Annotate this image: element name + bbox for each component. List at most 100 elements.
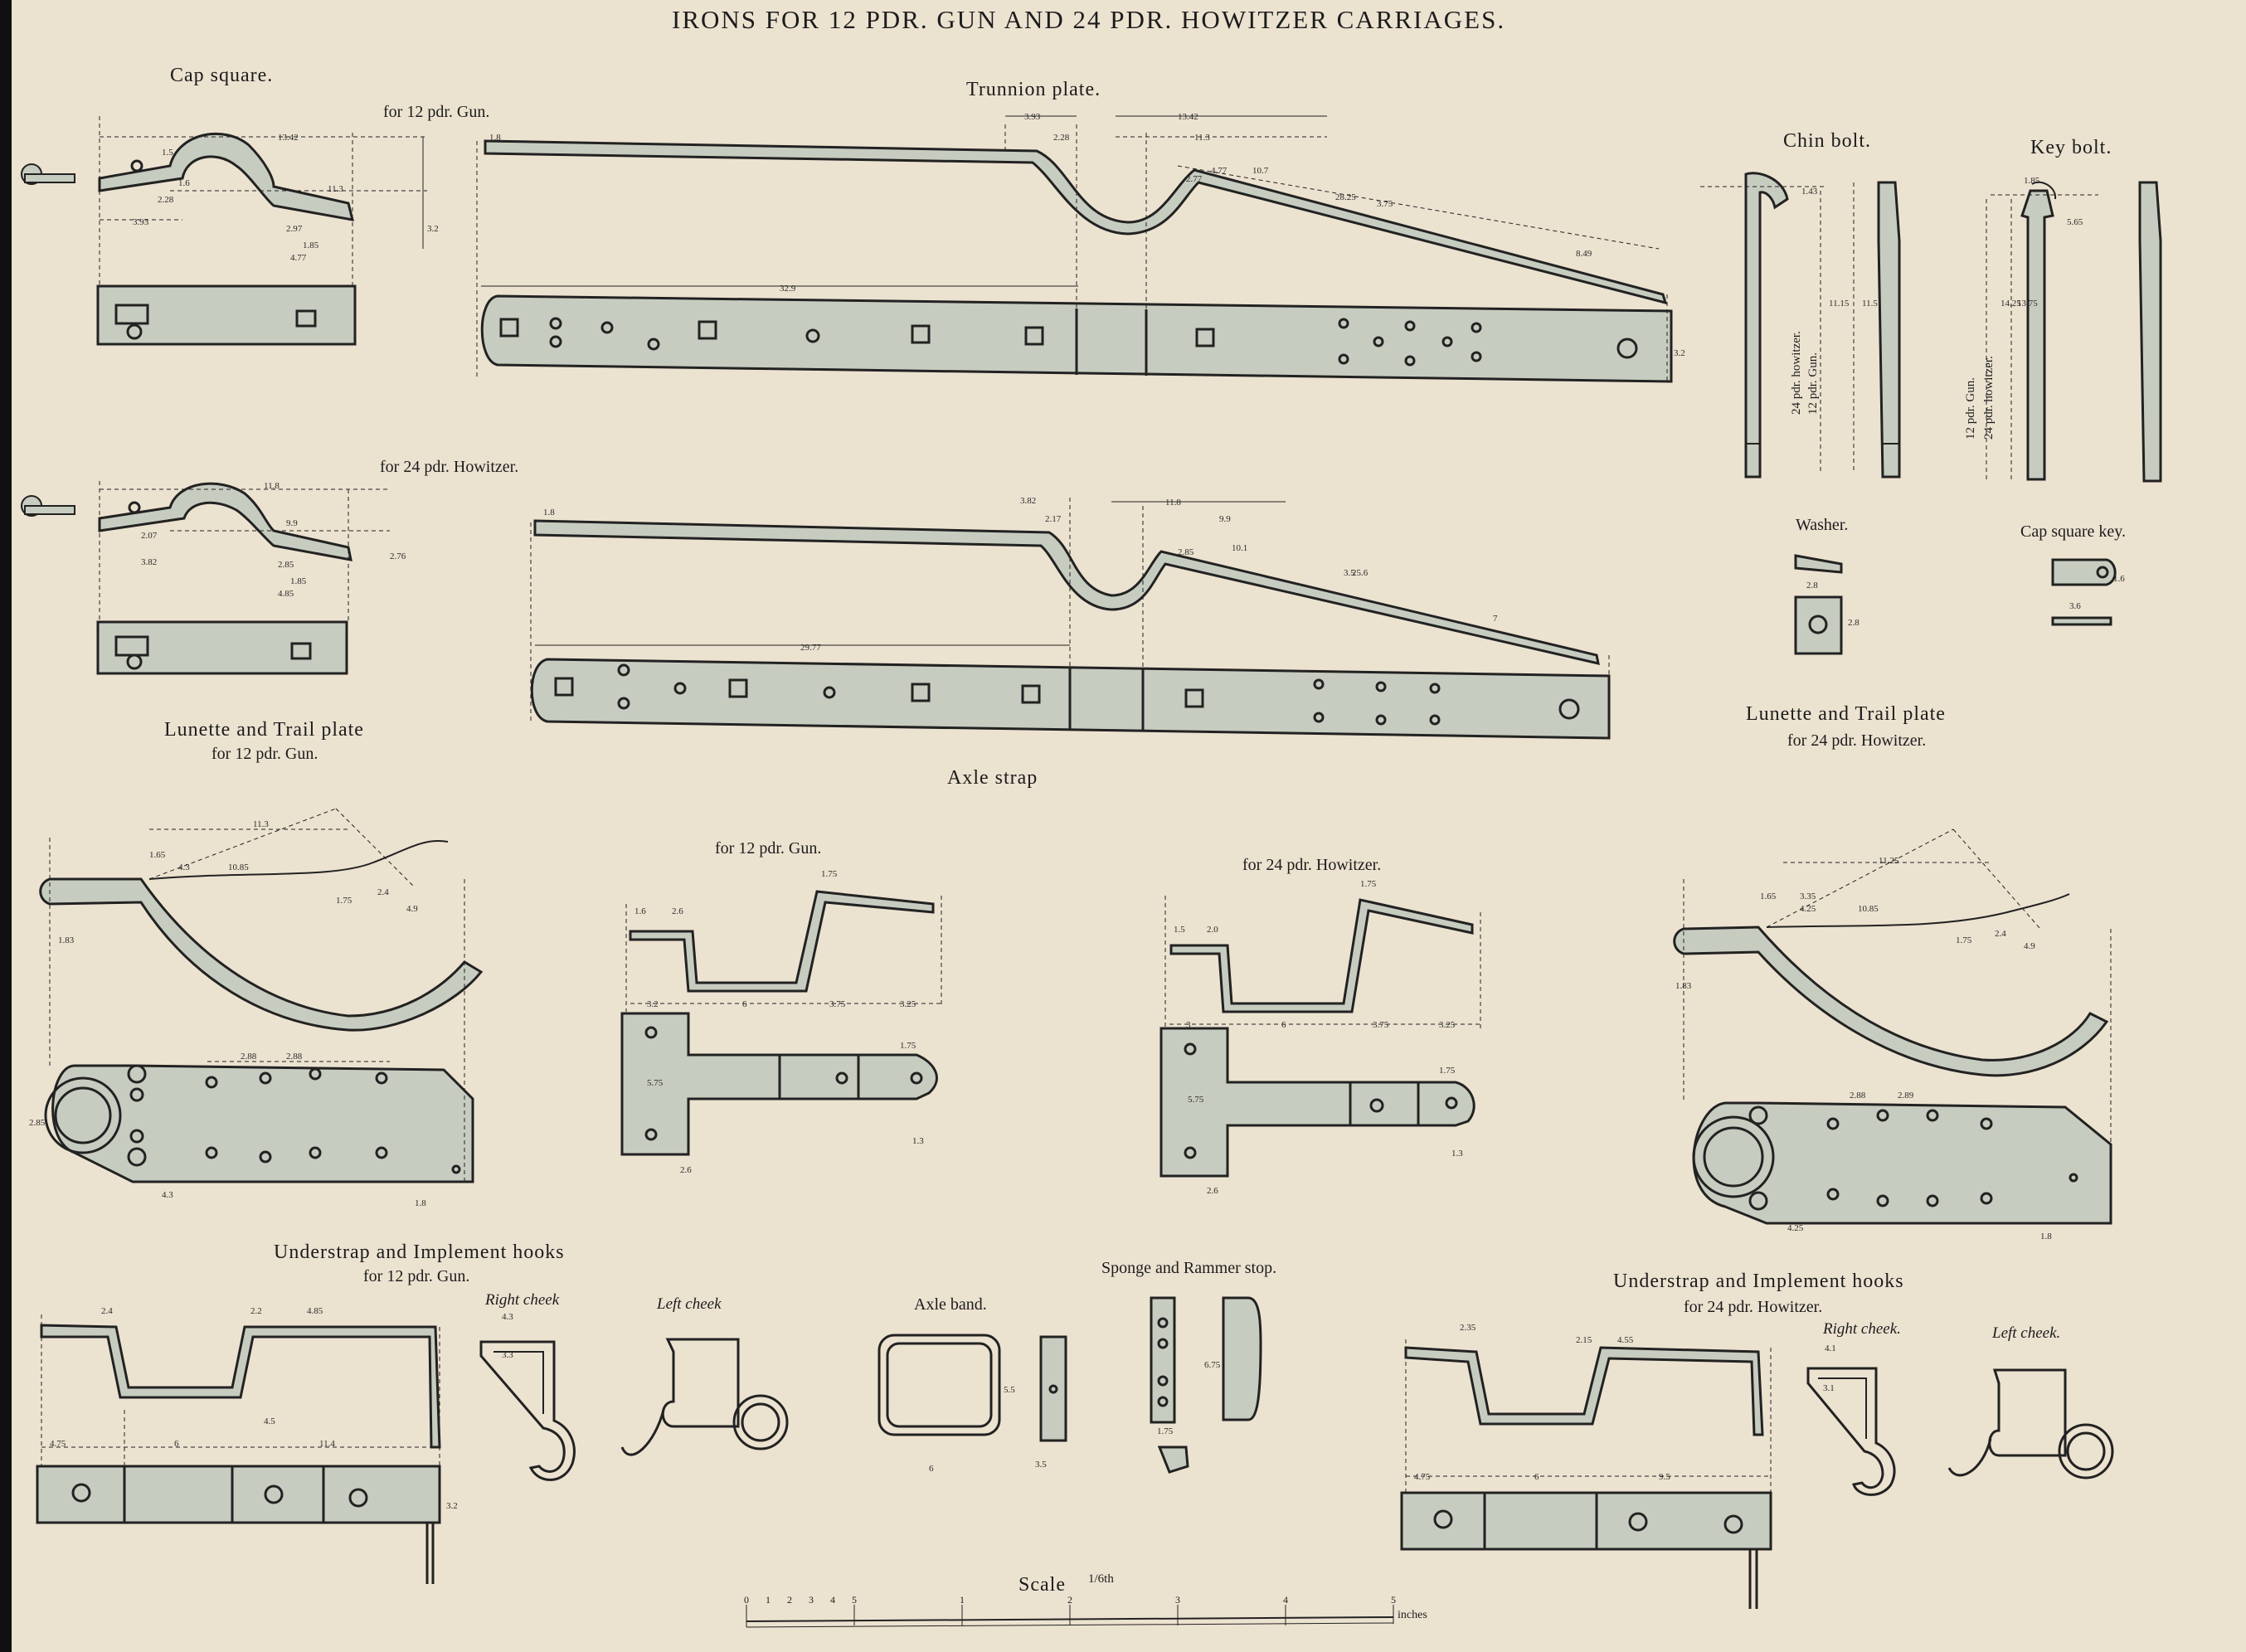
dimension-figure: 1.75 bbox=[821, 869, 838, 879]
dimension-figure: 13.42 bbox=[1178, 112, 1198, 122]
dimension-figure: 4.3 bbox=[502, 1312, 513, 1322]
dimension-figure: 5.75 bbox=[647, 1078, 664, 1088]
scale-tick-label: 2 bbox=[787, 1594, 792, 1606]
dimension-figure: 2.8 bbox=[1848, 618, 1860, 628]
dimension-figure: 2.85 bbox=[29, 1118, 46, 1128]
label-lunette-trail-12-sub: for 12 pdr. Gun. bbox=[211, 745, 318, 763]
dimension-figure: 3.75 bbox=[829, 999, 846, 1009]
dimension-figure: 1.6 bbox=[178, 178, 190, 188]
label-key-bolt: Key bolt. bbox=[2030, 137, 2112, 158]
label-axle-strap-24: for 24 pdr. Howitzer. bbox=[1242, 856, 1382, 874]
label-understrap-24: Understrap and Implement hooks bbox=[1613, 1271, 1904, 1292]
label-washer: Washer. bbox=[1796, 516, 1849, 534]
dimension-figure: 4.25 bbox=[1800, 904, 1816, 914]
dimension-figure: 2.15 bbox=[1576, 1335, 1592, 1345]
dimension-figure: 6 bbox=[1534, 1472, 1539, 1482]
dimension-figure: 3.2 bbox=[1674, 348, 1685, 358]
label-trunnion-plate: Trunnion plate. bbox=[966, 79, 1101, 100]
dimension-figure: 1.83 bbox=[58, 935, 75, 945]
dimension-figure: 3.2 bbox=[647, 999, 659, 1009]
dimension-figure: 2.77 bbox=[1186, 174, 1203, 184]
label-right-cheek-24: Right cheek. bbox=[1823, 1320, 1901, 1338]
dimension-figure: 4.9 bbox=[406, 904, 418, 914]
dimension-figure: 9.9 bbox=[286, 518, 298, 528]
axle-band-drawing bbox=[877, 1334, 1067, 1442]
dimension-figure: 3.35 bbox=[1800, 892, 1816, 901]
dimension-figure: 1.75 bbox=[1360, 879, 1377, 889]
dimension-figure: 2.76 bbox=[390, 551, 406, 561]
label-understrap-12-sub: for 12 pdr. Gun. bbox=[363, 1267, 470, 1285]
dimension-figure: 2.89 bbox=[1898, 1091, 1914, 1101]
understrap-12-gun bbox=[36, 1314, 441, 1584]
dimension-figure: 3.25 bbox=[900, 999, 916, 1009]
label-axle-strap: Axle strap bbox=[947, 767, 1038, 789]
scale-bar-graphic bbox=[746, 1605, 1394, 1628]
dimension-figure: 6.75 bbox=[1204, 1360, 1221, 1370]
dimension-figure: 2.28 bbox=[158, 195, 174, 205]
dimension-figure: 4.85 bbox=[278, 589, 294, 599]
dimension-figure: 1.75 bbox=[900, 1041, 916, 1051]
plate-title: IRONS FOR 12 PDR. GUN AND 24 PDR. HOWITZ… bbox=[672, 5, 1506, 34]
dimension-figure: 1.8 bbox=[543, 508, 555, 517]
label-lunette-trail-24: Lunette and Trail plate bbox=[1746, 703, 1946, 725]
lunette-trail-plate-24-howitzer bbox=[1673, 828, 2112, 1225]
dimension-figure: 11.8 bbox=[1165, 498, 1181, 508]
label-axle-band: Axle band. bbox=[914, 1295, 987, 1314]
dimension-figure: 2.4 bbox=[377, 887, 389, 897]
implement-hook-left-cheek-24 bbox=[1947, 1368, 2114, 1480]
dimension-figure: 11.3 bbox=[328, 184, 343, 194]
dimension-figure: 11.8 bbox=[264, 481, 280, 491]
dimension-figure: 1.85 bbox=[290, 576, 307, 586]
dimension-figure: 1.85 bbox=[2024, 176, 2040, 186]
dimension-figure: 2.28 bbox=[1053, 133, 1070, 143]
label-cap-square: Cap square. bbox=[170, 65, 274, 86]
dimension-figure: 3.75 bbox=[1377, 199, 1393, 209]
label-for-24-howitzer: for 24 pdr. Howitzer. bbox=[380, 458, 519, 476]
scale-tick-label: 5 bbox=[852, 1594, 857, 1606]
dimension-figure: 1.6 bbox=[634, 906, 646, 916]
dimension-figure: 2.07 bbox=[141, 531, 158, 541]
scale-tick-label: 0 bbox=[744, 1594, 749, 1606]
cap-square-24-howitzer bbox=[96, 481, 390, 675]
label-lunette-trail-12: Lunette and Trail plate bbox=[164, 719, 364, 741]
dimension-figure: 5.75 bbox=[1188, 1095, 1204, 1105]
dimension-figure: 2.88 bbox=[241, 1052, 257, 1062]
sponge-rammer-stop-drawing bbox=[1150, 1296, 1262, 1474]
dimension-figure: 13.42 bbox=[278, 133, 299, 143]
dimension-figure: 11.25 bbox=[1879, 856, 1899, 866]
dimension-figure: 13.75 bbox=[2017, 299, 2038, 309]
dimension-figure: 2.8 bbox=[1806, 581, 1818, 590]
dimension-figure: 4.85 bbox=[307, 1306, 323, 1316]
dimension-figure: 3.93 bbox=[133, 217, 149, 227]
dimension-figure: 2.85 bbox=[278, 560, 294, 570]
label-understrap-24-sub: for 24 pdr. Howitzer. bbox=[1684, 1298, 1823, 1316]
dimension-figure: 1.8 bbox=[415, 1198, 426, 1208]
dimension-figure: 1.75 bbox=[1439, 1066, 1456, 1076]
understrap-24-howitzer bbox=[1400, 1339, 1772, 1609]
dimension-figure: 3.6 bbox=[2069, 601, 2081, 611]
label-lunette-trail-24-sub: for 24 pdr. Howitzer. bbox=[1787, 731, 1927, 750]
dimension-figure: 9.9 bbox=[1219, 514, 1231, 524]
dimension-figure: 9.5 bbox=[1659, 1472, 1670, 1482]
dimension-figure: 29.77 bbox=[800, 643, 821, 653]
dimension-figure: 4.75 bbox=[1414, 1472, 1431, 1482]
label-cap-square-key: Cap square key. bbox=[2020, 522, 2126, 541]
dimension-figure: 2.97 bbox=[286, 224, 303, 234]
dimension-figure: 1.75 bbox=[1956, 935, 1972, 945]
dimension-figure: 4.9 bbox=[2024, 941, 2035, 951]
dimension-figure: 3.2 bbox=[427, 224, 439, 234]
dimension-figure: 2.88 bbox=[1850, 1091, 1866, 1101]
label-understrap-12: Understrap and Implement hooks bbox=[274, 1241, 565, 1263]
dimension-figure: 10.1 bbox=[1232, 543, 1248, 553]
implement-hook-right-cheek-12 bbox=[479, 1340, 576, 1481]
dimension-figure: 11.3 bbox=[1194, 133, 1210, 143]
dimension-figure: 11.5 bbox=[1862, 299, 1878, 309]
binding-edge bbox=[0, 0, 12, 1652]
dimension-figure: 14.25 bbox=[2000, 299, 2021, 309]
label-left-cheek-24: Left cheek. bbox=[1992, 1324, 2061, 1342]
dimension-figure: 10.85 bbox=[228, 862, 249, 872]
dimension-figure: 1.3 bbox=[1451, 1149, 1463, 1159]
dimension-figure: 2.6 bbox=[1207, 1186, 1218, 1196]
dimension-figure: 11.4 bbox=[319, 1439, 335, 1449]
